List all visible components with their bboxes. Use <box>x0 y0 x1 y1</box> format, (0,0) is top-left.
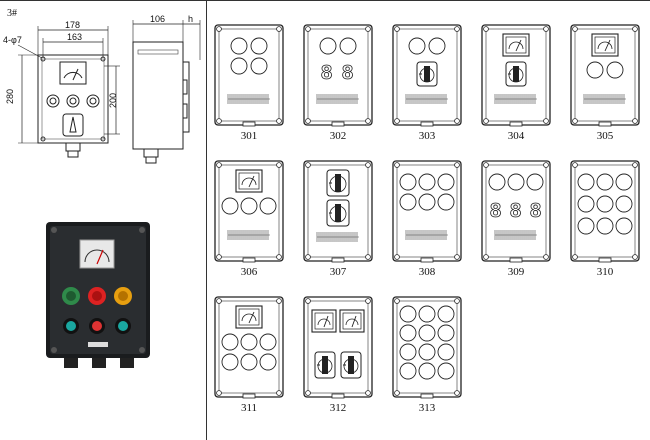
svg-text:8: 8 <box>321 62 332 84</box>
model-code-label: 308 <box>418 266 436 278</box>
model-307: 307 <box>303 160 373 278</box>
svg-text:8: 8 <box>490 200 501 222</box>
model-305: 305 <box>570 24 640 142</box>
model-code-label: 303 <box>418 130 436 142</box>
panel-divider <box>206 0 207 440</box>
model-301-drawing <box>214 24 284 127</box>
model-313-drawing <box>392 296 462 399</box>
meter-outline <box>59 61 87 85</box>
top-border <box>0 0 650 1</box>
model-303: 303 <box>392 24 462 142</box>
model-301: 301 <box>214 24 284 142</box>
model-312-drawing <box>303 296 373 399</box>
dim-h-mark: h <box>188 14 194 24</box>
dim-height-outer: 280 <box>5 88 15 104</box>
dim-holes: 4-φ7 <box>3 35 22 45</box>
model-code-label: 311 <box>240 402 258 414</box>
model-code-label: 305 <box>596 130 614 142</box>
svg-text:8: 8 <box>342 62 353 84</box>
svg-text:8: 8 <box>510 200 521 222</box>
model-code-label: 309 <box>507 266 525 278</box>
dim-depth: 106 <box>150 14 166 24</box>
model-code-label: 301 <box>240 130 258 142</box>
model-308-drawing <box>392 160 462 263</box>
model-306: 306 <box>214 160 284 278</box>
dim-width-outer: 178 <box>65 20 81 30</box>
model-305-drawing <box>570 24 640 127</box>
model-303-drawing <box>392 24 462 127</box>
dim-height-inner: 200 <box>108 92 118 108</box>
page-label: 3# <box>7 8 17 19</box>
model-311-drawing <box>214 296 284 399</box>
model-code-label: 307 <box>329 266 347 278</box>
model-307-drawing <box>303 160 373 263</box>
side-view-enclosure <box>132 41 184 150</box>
model-code-label: 302 <box>329 130 347 142</box>
model-code-label: 312 <box>329 402 347 414</box>
product-photo <box>46 222 150 368</box>
model-313: 313 <box>392 296 462 414</box>
model-code-label: 306 <box>240 266 258 278</box>
technical-drawing <box>17 20 201 164</box>
model-306-drawing <box>214 160 284 263</box>
model-312: 312 <box>303 296 373 414</box>
model-310: 310 <box>570 160 640 278</box>
model-310-drawing <box>570 160 640 263</box>
model-code-label: 310 <box>596 266 614 278</box>
model-code-label: 313 <box>418 402 436 414</box>
model-code-label: 304 <box>507 130 525 142</box>
dim-width-inner: 163 <box>67 32 83 42</box>
svg-text:8: 8 <box>530 200 541 222</box>
model-304-drawing <box>481 24 551 127</box>
model-308: 308 <box>392 160 462 278</box>
model-311: 311 <box>214 296 284 414</box>
model-304: 304 <box>481 24 551 142</box>
